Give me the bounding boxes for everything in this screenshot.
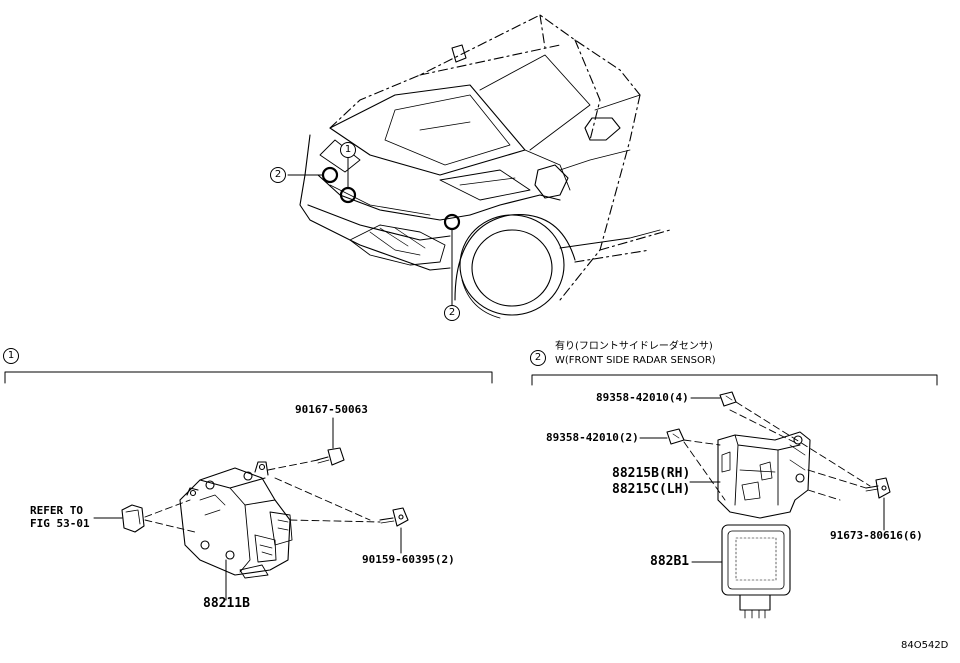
section-2-title-en: W(FRONT SIDE RADAR SENSOR) [555, 355, 716, 366]
bracket-drawing [717, 431, 811, 519]
figure-id: 84O542D [901, 640, 949, 651]
section-1-marker: 1 [3, 348, 19, 364]
refer-label-line2[interactable]: FIG 53-01 [30, 517, 90, 530]
section-2-marker: 2 [530, 350, 546, 366]
callout-2-left: 2 [270, 167, 286, 183]
part-label-main-unit[interactable]: 88211B [203, 596, 250, 611]
ecu-assembly-lines [144, 459, 381, 533]
part-label-bolt-lower[interactable]: 90159-60395(2) [362, 553, 455, 566]
callout-1: 1 [340, 142, 356, 158]
clip-refer-drawing [121, 504, 145, 533]
refer-label-line1: REFER TO [30, 504, 83, 517]
clip-4-drawing [719, 391, 737, 407]
section-1-bracket [4, 371, 493, 384]
part-label-screw[interactable]: 91673-80616(6) [830, 529, 923, 542]
section-2-title-jp: 有り(フロントサイドレーダセンサ) [555, 341, 713, 352]
part-label-clip-4[interactable]: 89358-42010(4) [596, 391, 689, 404]
ecu-leader-lines [93, 417, 402, 601]
part-label-bolt-upper[interactable]: 90167-50063 [295, 403, 368, 416]
part-label-clip-2[interactable]: 89358-42010(2) [546, 431, 639, 444]
radar-leader-lines [639, 397, 885, 563]
sensor-location-markers [321, 166, 461, 231]
screw-drawing [865, 477, 891, 499]
clip-2-drawing [666, 428, 685, 445]
section-2-bracket [531, 374, 938, 386]
radar-sensor-drawing [721, 524, 791, 619]
part-label-sensor[interactable]: 882B1 [650, 554, 690, 569]
part-label-bracket-lh[interactable]: 88215C(LH) [612, 482, 691, 497]
part-label-bracket-rh[interactable]: 88215B(RH) [612, 466, 691, 481]
bolt-lower-drawing [379, 507, 409, 527]
vehicle-front-illustration [299, 14, 671, 319]
bolt-upper-drawing [316, 447, 345, 466]
ecu-assembly-drawing [179, 461, 293, 579]
callout-leaders [287, 157, 453, 306]
radar-assembly-lines [683, 401, 871, 501]
callout-2-bottom: 2 [444, 305, 460, 321]
